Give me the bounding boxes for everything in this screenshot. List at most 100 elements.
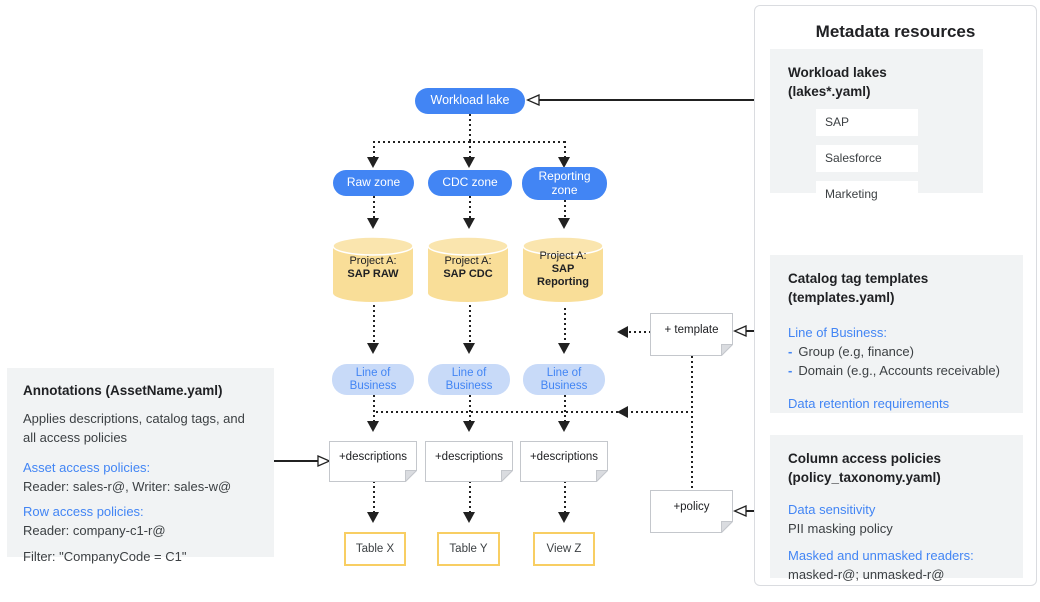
masked-readers-value: masked-r@; unmasked-r@ xyxy=(788,567,945,582)
arrowhead-icon xyxy=(366,512,379,523)
arrowhead-icon xyxy=(557,512,570,523)
node-project-sap-raw: Project A: SAP RAW xyxy=(331,236,415,304)
node-raw-zone: Raw zone xyxy=(333,170,414,196)
bullet-text: Domain (e.g., Accounts receivable) xyxy=(798,363,1000,378)
dotted-connector xyxy=(372,196,375,218)
masked-readers-label: Masked and unmasked readers: xyxy=(788,548,974,563)
dotted-connector xyxy=(468,141,471,158)
catalog-tag-templates-section: Catalog tag templates (templates.yaml) L… xyxy=(770,255,1023,413)
note-label: +descriptions xyxy=(434,450,504,463)
arrowhead-icon xyxy=(557,218,570,229)
note-template: + template xyxy=(650,313,733,356)
note-shape xyxy=(329,441,417,482)
dotted-connector xyxy=(372,395,375,421)
dotted-connector xyxy=(563,200,566,218)
dotted-connector xyxy=(372,481,375,512)
node-label: Line of Business xyxy=(349,366,397,392)
workload-lakes-section: Workload lakes (lakes*.yaml) SAP Salesfo… xyxy=(770,49,983,208)
node-project-sap-cdc: Project A: SAP CDC xyxy=(426,236,510,304)
lake-item-sap: SAP xyxy=(816,109,918,136)
bullet-dash: - xyxy=(788,363,793,378)
dotted-connector xyxy=(468,395,471,421)
template-bullet-domain: - Domain (e.g., Accounts receivable) xyxy=(788,361,1005,380)
filter-value: Filter: "CompanyCode = C1" xyxy=(23,549,187,564)
lake-item-salesforce: Salesforce xyxy=(816,145,918,172)
column-policies-header-file: (policy_taxonomy.yaml) xyxy=(788,470,941,485)
project-label: Project A: xyxy=(349,255,397,267)
dotted-connector xyxy=(563,481,566,512)
line-of-business-label: Line of Business: xyxy=(788,325,888,340)
node-line-of-business: Line of Business xyxy=(332,364,414,395)
metadata-panel-title: Metadata resources xyxy=(815,22,976,41)
node-table-x: Table X xyxy=(344,532,406,566)
project-label: Project A: xyxy=(444,255,492,267)
arrowhead-icon xyxy=(366,218,379,229)
column-policies-header: Column access policies xyxy=(788,451,942,466)
dotted-connector xyxy=(376,410,691,413)
node-line-of-business: Line of Business xyxy=(523,364,605,395)
dotted-connector xyxy=(468,114,471,141)
node-table-y: Table Y xyxy=(437,532,500,566)
data-sensitivity-value: PII masking policy xyxy=(788,521,893,536)
arrowhead-icon xyxy=(366,421,379,432)
note-shape xyxy=(425,441,513,482)
dotted-connector xyxy=(372,305,375,343)
arrowhead-icon xyxy=(462,512,475,523)
node-reporting-zone: Reporting zone xyxy=(522,167,607,200)
dotted-connector xyxy=(372,141,375,158)
note-shape xyxy=(650,490,733,533)
dotted-connector xyxy=(468,481,471,512)
row-access-policies-value: Reader: company-c1-r@ xyxy=(23,523,166,538)
project-name: SAP CDC xyxy=(443,268,493,280)
arrowhead-icon xyxy=(617,405,628,418)
annotations-panel: Annotations (AssetName.yaml) Applies des… xyxy=(7,368,274,564)
arrowhead-icon xyxy=(462,218,475,229)
dotted-connector xyxy=(563,308,566,343)
arrowhead-icon xyxy=(617,325,628,338)
connector-line xyxy=(253,460,318,462)
note-descriptions: +descriptions xyxy=(520,441,608,482)
annotations-description: Applies descriptions, catalog tags, and … xyxy=(23,411,245,445)
cylinder-shape xyxy=(427,236,509,302)
dotted-connector xyxy=(690,356,693,490)
annotations-title: Annotations (AssetName.yaml) xyxy=(23,383,223,398)
workload-lakes-header: Workload lakes (lakes*.yaml) xyxy=(788,65,887,99)
node-label: Workload lake xyxy=(430,93,510,108)
template-bullet-group: - Group (e.g, finance) xyxy=(788,342,1005,361)
row-access-policies-label: Row access policies: xyxy=(23,504,144,519)
node-label: Table Y xyxy=(449,543,488,555)
open-arrowhead-icon xyxy=(733,505,747,517)
note-policy: +policy xyxy=(650,490,733,533)
note-label: +descriptions xyxy=(529,450,599,463)
project-label: Project A: xyxy=(539,250,587,262)
node-project-sap-reporting: Project A: SAP Reporting xyxy=(521,236,605,304)
arrowhead-icon xyxy=(557,421,570,432)
node-view-z: View Z xyxy=(533,532,595,566)
arrowhead-icon xyxy=(557,157,570,168)
note-shape xyxy=(650,313,733,356)
node-label: Reporting zone xyxy=(538,169,591,197)
asset-access-policies-value: Reader: sales-r@, Writer: sales-w@ xyxy=(23,479,232,494)
dotted-connector xyxy=(468,305,471,343)
note-label: +descriptions xyxy=(338,450,408,463)
node-label: Line of Business xyxy=(445,366,493,392)
column-access-policies-section: Column access policies (policy_taxonomy.… xyxy=(770,435,1023,582)
node-label: CDC zone xyxy=(442,175,498,190)
node-label: Table X xyxy=(355,543,395,555)
note-shape xyxy=(520,441,608,482)
bullet-dash: - xyxy=(788,344,793,359)
arrowhead-icon xyxy=(366,157,379,168)
cylinder-shape xyxy=(522,236,604,302)
data-sensitivity-label: Data sensitivity xyxy=(788,502,876,517)
node-workload-lake: Workload lake xyxy=(415,88,525,114)
arrowhead-icon xyxy=(462,343,475,354)
note-descriptions: +descriptions xyxy=(329,441,417,482)
node-label: Line of Business xyxy=(540,366,588,392)
dotted-connector xyxy=(563,141,566,158)
dotted-connector xyxy=(468,196,471,218)
note-label: +policy xyxy=(673,500,710,513)
lake-item-marketing: Marketing xyxy=(816,181,918,208)
project-name: SAP Reporting xyxy=(537,263,589,288)
project-name: SAP RAW xyxy=(347,268,399,280)
